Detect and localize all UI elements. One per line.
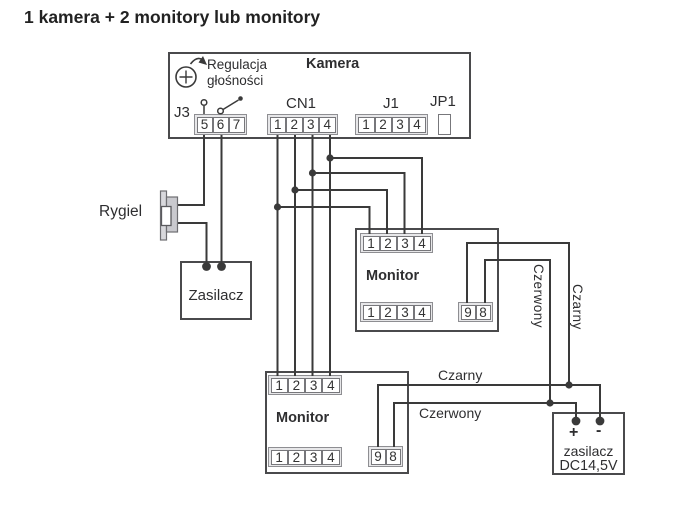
j1-pin-strip: 1 2 3 4 xyxy=(355,114,428,135)
jp1-jumper-socket xyxy=(438,114,451,135)
monitor-lower-top-pin-2: 2 xyxy=(287,377,305,393)
j3-pin-7: 7 xyxy=(228,116,245,133)
monitor-upper-bottom-pin-1: 1 xyxy=(362,304,380,320)
monitor-lower-pin-8: 8 xyxy=(385,448,401,465)
monitor-lower-label: Monitor xyxy=(276,410,330,426)
monitor-lower-top-pin-1: 1 xyxy=(270,377,288,393)
monitor-lower-bottom-pin-4: 4 xyxy=(322,449,340,465)
monitor-lower-bottom-pin-1: 1 xyxy=(270,449,288,465)
wire-branch-upper-pin3 xyxy=(312,172,406,234)
monitor-lower-bottom-pin-2: 2 xyxy=(287,449,305,465)
dc-plus-terminal-label: + xyxy=(569,424,579,441)
monitor-lower-bottom-pin-strip: 1 2 3 4 xyxy=(268,447,342,467)
monitor-upper-top-pin-2: 2 xyxy=(379,235,397,251)
monitor-upper-top-pin-4: 4 xyxy=(413,235,431,251)
j1-pin-3: 3 xyxy=(391,116,409,133)
j1-pin-1: 1 xyxy=(357,116,375,133)
junction-dot xyxy=(546,399,554,407)
junction-dot xyxy=(308,169,317,177)
j3-label: J3 xyxy=(174,104,190,121)
page-title: 1 kamera + 2 monitory lub monitory xyxy=(24,7,321,27)
wire-label-czarny-vertical: Czarny xyxy=(570,284,585,330)
monitor-upper-top-pin-strip: 1 2 3 4 xyxy=(360,233,433,253)
monitor-lower-box: 1 2 3 4 Monitor 1 2 3 4 9 8 xyxy=(265,371,409,474)
j3-pin-5: 5 xyxy=(196,116,213,133)
junction-dot xyxy=(565,381,573,389)
monitor-lower-top-pin-4: 4 xyxy=(322,377,340,393)
monitor-lower-top-pin-strip: 1 2 3 4 xyxy=(268,375,342,395)
wire-branch-upper-pin4 xyxy=(330,157,423,234)
monitor-lower-pin-9: 9 xyxy=(370,448,386,465)
monitor-lower-top-pin-3: 3 xyxy=(305,377,323,393)
junction-dot xyxy=(291,186,299,194)
dc-power-supply-box: + - zasilacz DC14,5V xyxy=(552,412,625,475)
cn1-label: CN1 xyxy=(286,95,317,112)
volume-adjust-label: Regulacja głośności xyxy=(207,57,268,88)
kamera-label: Kamera xyxy=(306,56,360,72)
j3-pin-6: 6 xyxy=(212,116,229,133)
monitor-upper-bottom-pin-strip: 1 2 3 4 xyxy=(360,302,433,322)
monitor-upper-label: Monitor xyxy=(366,268,420,284)
dc-supply-label: zasilacz xyxy=(563,443,614,459)
kamera-box: Regulacja głośności Kamera J3 5 6 7 CN1 … xyxy=(168,52,471,139)
dc-voltage-label: DC14,5V xyxy=(559,458,618,474)
jp1-label: JP1 xyxy=(430,93,456,110)
junction-dot xyxy=(273,203,282,211)
junction-dot xyxy=(326,154,334,162)
cn1-pin-3: 3 xyxy=(302,116,319,133)
wire-rygiel-to-zasilacz xyxy=(177,222,208,265)
cn1-pin-strip: 1 2 3 4 xyxy=(267,114,338,135)
monitor-upper-pin-8: 8 xyxy=(475,304,491,320)
monitor-upper-top-pin-1: 1 xyxy=(362,235,380,251)
dc-minus-terminal-label: - xyxy=(596,422,602,439)
monitor-upper-top-pin-3: 3 xyxy=(396,235,414,251)
cn1-pin-1: 1 xyxy=(269,116,286,133)
cn1-pin-2: 2 xyxy=(286,116,303,133)
cn1-pin-4: 4 xyxy=(319,116,336,133)
electric-strike-icon xyxy=(159,190,179,241)
monitor-upper-bottom-pin-2: 2 xyxy=(379,304,397,320)
wire-label-czerwony-vertical: Czerwony xyxy=(531,264,546,329)
j3-pin-strip: 5 6 7 xyxy=(194,114,247,135)
monitor-upper-box: 1 2 3 4 Monitor 1 2 3 4 9 8 xyxy=(355,228,499,332)
monitor-upper-power-pin-strip: 9 8 xyxy=(458,302,493,322)
j1-label: J1 xyxy=(383,95,399,112)
monitor-upper-bottom-pin-4: 4 xyxy=(413,304,431,320)
wire-label-czarny: Czarny xyxy=(438,367,483,383)
rygiel-label: Rygiel xyxy=(99,203,143,220)
j1-pin-4: 4 xyxy=(408,116,426,133)
wire-j3-pin5-to-rygiel xyxy=(177,135,205,206)
monitor-upper-pin-9: 9 xyxy=(460,304,476,320)
j1-pin-2: 2 xyxy=(374,116,392,133)
monitor-lower-bottom-pin-3: 3 xyxy=(305,449,323,465)
zasilacz-label: Zasilacz xyxy=(188,287,244,304)
zasilacz-box: Zasilacz xyxy=(180,261,252,320)
wire-label-czerwony: Czerwony xyxy=(419,405,482,421)
monitor-lower-power-pin-strip: 9 8 xyxy=(368,446,403,467)
monitor-upper-bottom-pin-3: 3 xyxy=(396,304,414,320)
